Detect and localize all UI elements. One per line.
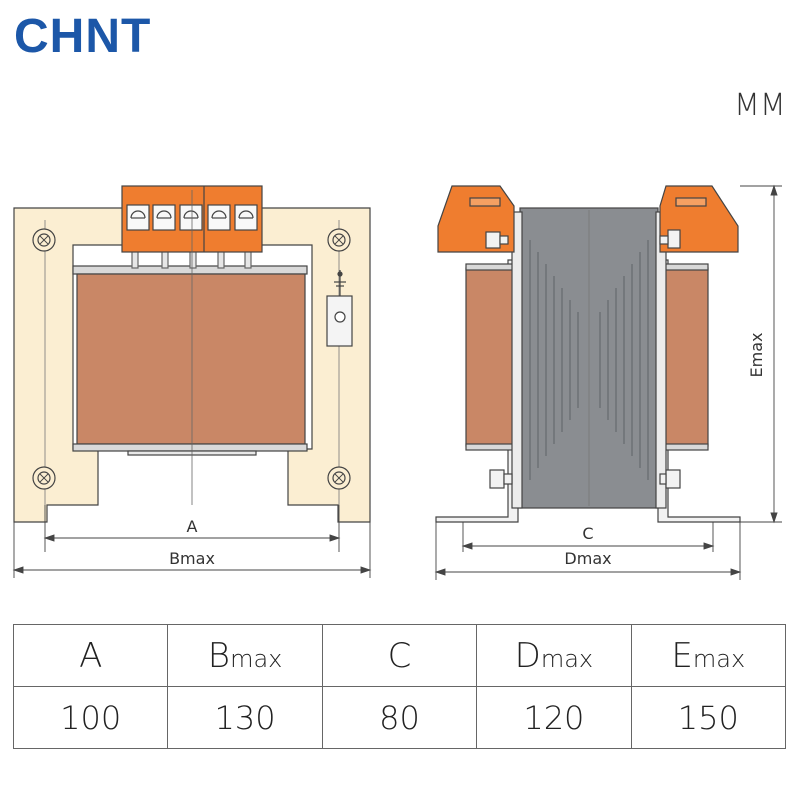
- transformer-drawing: A Bmax: [12, 184, 782, 580]
- table-value-bmax: 130: [167, 686, 323, 749]
- table-header-emax: Emax: [630, 624, 787, 687]
- table-row: 100 130 80 120 150: [12, 686, 787, 749]
- front-view: [13, 185, 371, 523]
- dim-emax-label: Emax: [747, 333, 766, 378]
- side-view: [435, 185, 741, 523]
- front-dimensions: [12, 505, 372, 578]
- dim-bmax-label: Bmax: [169, 549, 215, 568]
- side-coil-left: [465, 267, 515, 447]
- core-laminations: [529, 210, 649, 506]
- chnt-logo: CHNT: [14, 10, 184, 63]
- ground-terminal-icon: [326, 270, 353, 347]
- table-header-row: A Bmax C Dmax Emax: [12, 624, 787, 687]
- front-core-bottom: [72, 443, 308, 452]
- table-value-emax: 150: [630, 686, 787, 749]
- unit-label: MM: [734, 88, 786, 123]
- dim-a-label: A: [187, 517, 198, 536]
- table-header-dmax: Dmax: [476, 624, 632, 687]
- table-header-c: C: [321, 624, 478, 687]
- dim-c-label: C: [582, 524, 593, 543]
- table-value-dmax: 120: [476, 686, 632, 749]
- table-header-bmax: Bmax: [167, 624, 323, 687]
- table-value-c: 80: [321, 686, 478, 749]
- front-coil: [76, 273, 306, 445]
- side-bolts: [485, 229, 681, 489]
- logo-text: CHNT: [14, 10, 151, 60]
- table-header-a: A: [12, 624, 169, 687]
- terminal-screws: [126, 204, 258, 231]
- terminal-pins: [131, 249, 252, 269]
- table-value-a: 100: [12, 686, 169, 749]
- dimension-table: A Bmax C Dmax Emax 100 130 80 120 150: [12, 624, 787, 749]
- dim-dmax-label: Dmax: [564, 549, 611, 568]
- side-dimensions: [434, 184, 782, 580]
- side-coil-right: [661, 267, 709, 447]
